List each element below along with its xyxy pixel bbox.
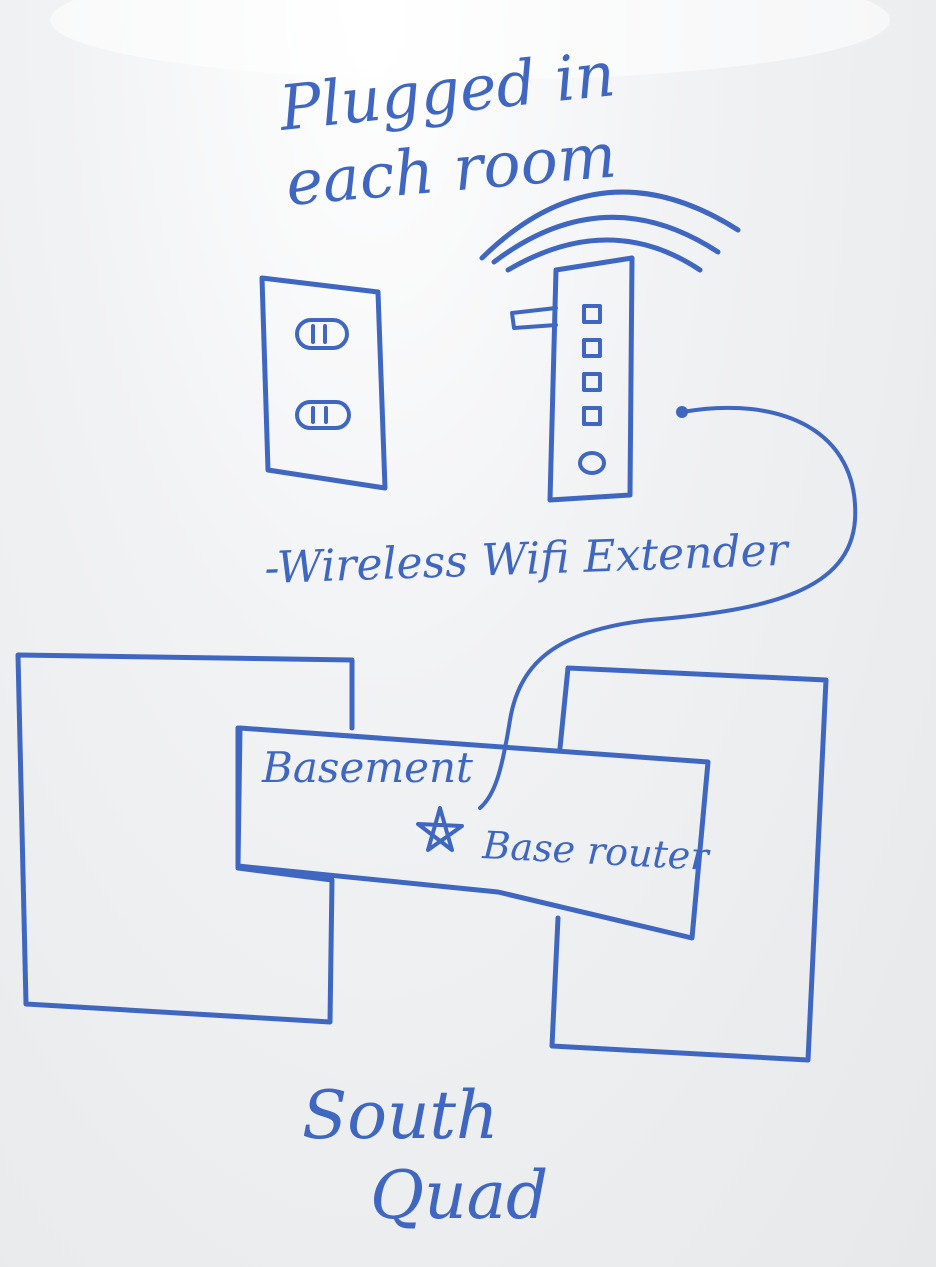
wall-outlet-icon <box>259 275 388 491</box>
basement-area <box>235 725 711 941</box>
basement-label: Basement <box>261 743 473 792</box>
wifi-extender-icon <box>510 255 635 503</box>
star-icon <box>416 806 464 852</box>
wifi-signal-icon <box>479 189 741 273</box>
device-caption: -Wireless Wifi Extender <box>264 525 792 594</box>
router-label: Base router <box>481 823 713 879</box>
footer-line1: South <box>302 1077 499 1154</box>
board-glare <box>50 0 890 80</box>
footer-line2: Quad <box>370 1157 548 1234</box>
right-wing <box>549 665 829 1063</box>
left-wing <box>15 652 355 1025</box>
cable-line <box>478 405 858 810</box>
cable-plug <box>676 406 688 418</box>
